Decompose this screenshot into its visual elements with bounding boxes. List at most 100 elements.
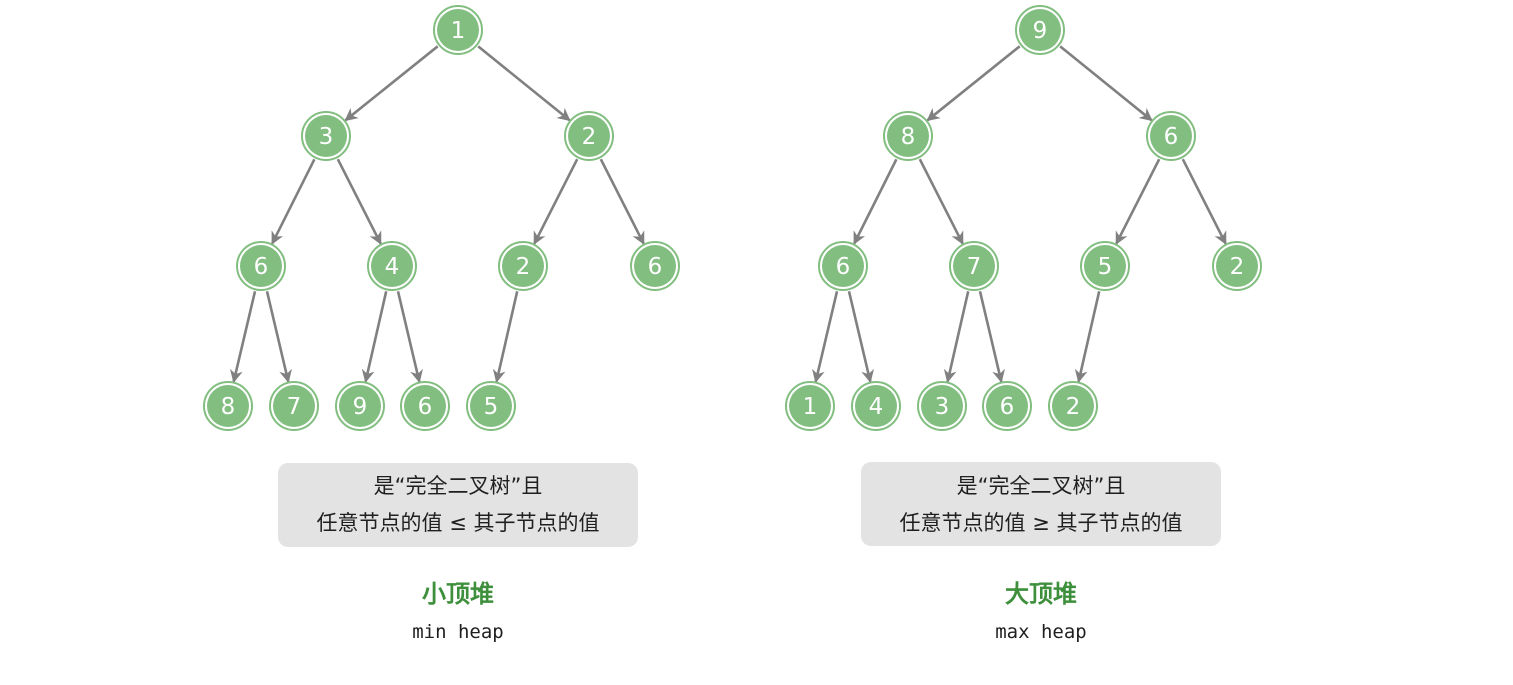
max-heap-edge [918, 158, 964, 245]
node-value: 3 [935, 394, 950, 420]
node-circle [470, 385, 512, 427]
node-circle [339, 385, 381, 427]
node-value: 2 [582, 124, 597, 150]
node-value: 5 [484, 394, 499, 420]
min-heap-edge [361, 291, 388, 383]
max-heap-edge [943, 291, 970, 383]
max-heap-node: 1 [785, 381, 835, 431]
max-heap-node: 2 [1212, 241, 1262, 291]
max-heap-node: 6 [818, 241, 868, 291]
node-value: 4 [385, 254, 400, 280]
node-circle [887, 115, 929, 157]
max-heap-node: 4 [851, 381, 901, 431]
node-value: 7 [287, 394, 302, 420]
node-value: 8 [221, 394, 236, 420]
node-value: 6 [1000, 394, 1015, 420]
max-heap-description-line1: 是“完全二叉树”且 [957, 474, 1126, 498]
node-value: 6 [836, 254, 851, 280]
node-value: 5 [1098, 254, 1113, 280]
min-heap-node: 2 [498, 241, 548, 291]
node-value: 9 [353, 394, 368, 420]
max-heap-edge [1181, 158, 1227, 245]
node-circle [273, 385, 315, 427]
min-heap-edge [344, 45, 439, 122]
node-value: 1 [451, 18, 466, 44]
node-circle [240, 245, 282, 287]
node-value: 2 [1230, 254, 1245, 280]
min-heap-nodes: 1 3 2 6 4 2 6 8 7 9 6 5 [203, 5, 680, 431]
min-heap-edges [230, 45, 645, 383]
node-circle [305, 115, 347, 157]
min-heap-edge [336, 158, 382, 245]
min-heap-node: 6 [236, 241, 286, 291]
min-heap-subtitle: min heap [412, 621, 504, 643]
min-heap-node: 6 [630, 241, 680, 291]
min-heap-description-line1: 是“完全二叉树”且 [374, 474, 543, 498]
node-circle [634, 245, 676, 287]
node-circle [789, 385, 831, 427]
node-circle [568, 115, 610, 157]
node-value: 7 [967, 254, 982, 280]
min-heap-edge [599, 158, 645, 245]
node-circle [921, 385, 963, 427]
min-heap-edge [230, 291, 257, 383]
node-value: 1 [803, 394, 818, 420]
node-circle [1150, 115, 1192, 157]
max-heap-edge [1059, 45, 1153, 122]
min-heap-node: 7 [269, 381, 319, 431]
min-heap-node: 9 [335, 381, 385, 431]
min-heap-node: 2 [564, 111, 614, 161]
node-value: 9 [1033, 18, 1048, 44]
max-heap-node: 8 [883, 111, 933, 161]
max-heap-node: 6 [982, 381, 1032, 431]
max-heap-node: 2 [1048, 381, 1098, 431]
max-heap-node: 9 [1015, 5, 1065, 55]
node-circle [1216, 245, 1258, 287]
node-value: 6 [1164, 124, 1179, 150]
min-heap-panel: 1 3 2 6 4 2 6 8 7 9 6 5 是“完全二叉树”且 任意节点的值 ≤ 其子节点的值 小… [203, 5, 680, 643]
max-heap-node: 7 [949, 241, 999, 291]
node-value: 3 [319, 124, 334, 150]
min-heap-title: 小顶堆 [422, 580, 494, 608]
node-circle [207, 385, 249, 427]
min-heap-node: 5 [466, 381, 516, 431]
max-heap-edge [1074, 291, 1101, 383]
max-heap-edge [978, 291, 1005, 383]
node-value: 6 [254, 254, 269, 280]
node-circle [986, 385, 1028, 427]
max-heap-edges [812, 45, 1227, 383]
min-heap-node: 8 [203, 381, 253, 431]
max-heap-edge [812, 291, 839, 383]
min-heap-node: 3 [301, 111, 351, 161]
node-value: 6 [418, 394, 433, 420]
min-heap-description-line2: 任意节点的值 ≤ 其子节点的值 [317, 511, 600, 535]
max-heap-edge [853, 158, 898, 245]
max-heap-description-line2: 任意节点的值 ≥ 其子节点的值 [900, 511, 1183, 535]
max-heap-node: 6 [1146, 111, 1196, 161]
node-circle [822, 245, 864, 287]
min-heap-description-box: 是“完全二叉树”且 任意节点的值 ≤ 其子节点的值 [278, 463, 638, 547]
node-circle [371, 245, 413, 287]
node-circle [1052, 385, 1094, 427]
node-value: 2 [516, 254, 531, 280]
max-heap-node: 3 [917, 381, 967, 431]
min-heap-node: 1 [433, 5, 483, 55]
node-circle [1084, 245, 1126, 287]
max-heap-description-box: 是“完全二叉树”且 任意节点的值 ≥ 其子节点的值 [861, 462, 1221, 546]
max-heap-subtitle: max heap [995, 621, 1087, 643]
node-value: 6 [648, 254, 663, 280]
node-circle [437, 9, 479, 51]
node-circle [953, 245, 995, 287]
max-heap-nodes: 9 8 6 6 7 5 2 1 4 3 6 2 [785, 5, 1262, 431]
max-heap-title: 大顶堆 [1005, 580, 1077, 608]
min-heap-edge [271, 158, 316, 245]
min-heap-node: 4 [367, 241, 417, 291]
node-value: 8 [901, 124, 916, 150]
min-heap-edge [477, 45, 571, 122]
max-heap-panel: 9 8 6 6 7 5 2 1 4 3 6 2 是“完全二叉树”且 任意节点的值 ≥ 其子节点的值 大… [785, 5, 1262, 643]
min-heap-edge [492, 291, 519, 383]
node-circle [502, 245, 544, 287]
max-heap-edge [926, 45, 1021, 122]
min-heap-node: 6 [400, 381, 450, 431]
